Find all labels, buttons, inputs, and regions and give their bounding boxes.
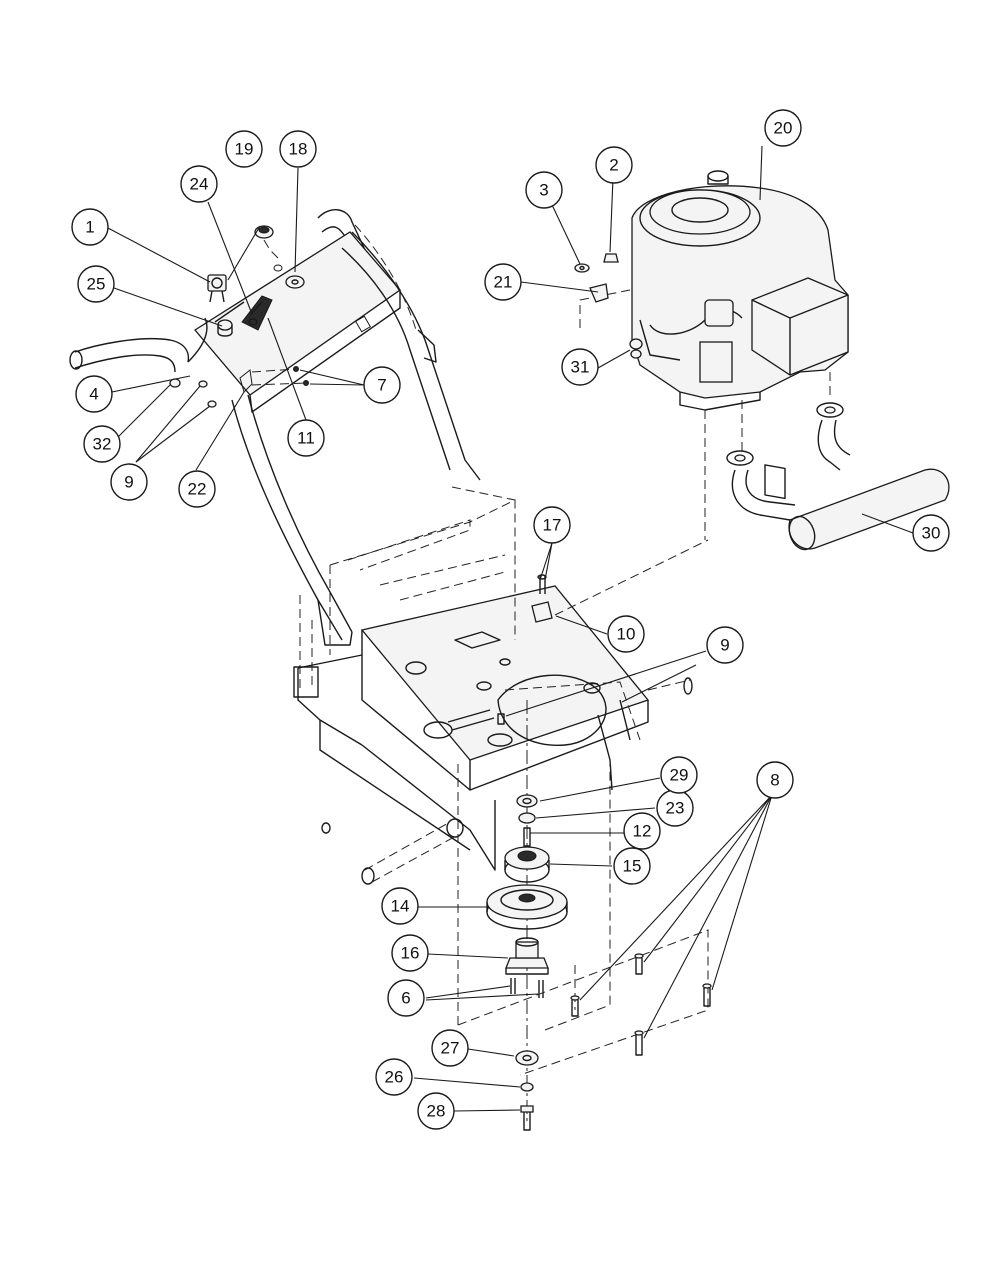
svg-text:21: 21 bbox=[494, 273, 513, 292]
svg-text:19: 19 bbox=[235, 140, 254, 159]
callout-29: 29 bbox=[660, 756, 698, 794]
svg-text:17: 17 bbox=[543, 516, 562, 535]
callout-17: 17 bbox=[533, 506, 571, 544]
handle-assembly bbox=[69, 209, 481, 690]
engine-hardware bbox=[574, 253, 643, 359]
callout-9-handle: 9 bbox=[110, 463, 148, 501]
callout-19: 19 bbox=[225, 130, 263, 168]
svg-text:11: 11 bbox=[297, 429, 315, 448]
engine-part bbox=[579, 170, 849, 540]
mounting-bolts bbox=[457, 760, 712, 1076]
button-25-part bbox=[217, 319, 233, 337]
svg-text:30: 30 bbox=[922, 524, 941, 543]
svg-text:8: 8 bbox=[770, 771, 779, 790]
svg-text:12: 12 bbox=[633, 822, 652, 841]
callout-14: 14 bbox=[381, 887, 419, 925]
callout-2: 2 bbox=[595, 146, 633, 184]
ignition-switch-part bbox=[207, 274, 227, 303]
svg-text:1: 1 bbox=[85, 218, 94, 237]
callout-18: 18 bbox=[279, 130, 317, 168]
cable-clamp-part bbox=[531, 539, 709, 623]
callout-27: 27 bbox=[431, 1029, 469, 1067]
handle-fasteners bbox=[169, 366, 309, 408]
control-components bbox=[169, 225, 309, 408]
callout-10: 10 bbox=[607, 615, 645, 653]
svg-text:25: 25 bbox=[87, 275, 106, 294]
svg-text:15: 15 bbox=[623, 857, 642, 876]
svg-text:4: 4 bbox=[89, 385, 98, 404]
callout-23: 23 bbox=[656, 789, 694, 827]
callout-8: 8 bbox=[756, 761, 794, 799]
svg-text:6: 6 bbox=[401, 989, 410, 1008]
callout-20: 20 bbox=[764, 109, 802, 147]
svg-text:7: 7 bbox=[377, 376, 386, 395]
callout-6: 6 bbox=[387, 979, 425, 1017]
callout-15: 15 bbox=[613, 847, 651, 885]
svg-text:22: 22 bbox=[188, 480, 207, 499]
svg-text:24: 24 bbox=[190, 175, 209, 194]
callout-7: 7 bbox=[363, 366, 401, 404]
throttle-knob-part bbox=[254, 225, 279, 259]
callout-12: 12 bbox=[623, 812, 661, 850]
svg-text:23: 23 bbox=[666, 799, 685, 818]
washer-18-part bbox=[273, 264, 305, 289]
callout-31: 31 bbox=[561, 348, 599, 386]
callout-11: 11 bbox=[287, 419, 325, 457]
callout-32: 32 bbox=[83, 425, 121, 463]
callout-26: 26 bbox=[375, 1058, 413, 1096]
svg-text:26: 26 bbox=[385, 1068, 404, 1087]
svg-text:9: 9 bbox=[720, 636, 729, 655]
svg-text:29: 29 bbox=[670, 766, 689, 785]
svg-text:32: 32 bbox=[93, 435, 112, 454]
svg-text:2: 2 bbox=[609, 156, 618, 175]
callout-3: 3 bbox=[525, 171, 563, 209]
svg-text:9: 9 bbox=[124, 473, 133, 492]
callout-28: 28 bbox=[417, 1092, 455, 1130]
svg-text:18: 18 bbox=[289, 140, 308, 159]
svg-text:27: 27 bbox=[441, 1039, 460, 1058]
svg-text:16: 16 bbox=[401, 944, 420, 963]
callout-22: 22 bbox=[178, 470, 216, 508]
callout-16: 16 bbox=[391, 934, 429, 972]
callout-bubbles: 1 2 3 4 6 7 8 9 9 10 11 12 14 15 16 17 1… bbox=[71, 109, 950, 1130]
callout-4: 4 bbox=[75, 375, 113, 413]
callout-30: 30 bbox=[912, 514, 950, 552]
callout-25: 25 bbox=[77, 265, 115, 303]
svg-text:14: 14 bbox=[391, 897, 410, 916]
svg-text:10: 10 bbox=[617, 625, 636, 644]
mower-deck-frame bbox=[293, 486, 693, 885]
svg-text:28: 28 bbox=[427, 1102, 446, 1121]
callout-24: 24 bbox=[180, 165, 218, 203]
muffler-part bbox=[726, 402, 950, 551]
pulley-stack bbox=[486, 700, 568, 1131]
svg-text:31: 31 bbox=[571, 358, 590, 377]
callout-21: 21 bbox=[484, 263, 522, 301]
svg-text:3: 3 bbox=[539, 181, 548, 200]
callout-1: 1 bbox=[71, 208, 109, 246]
svg-text:20: 20 bbox=[774, 119, 793, 138]
leader-lines bbox=[107, 145, 914, 1112]
callout-9-deck: 9 bbox=[706, 626, 744, 664]
